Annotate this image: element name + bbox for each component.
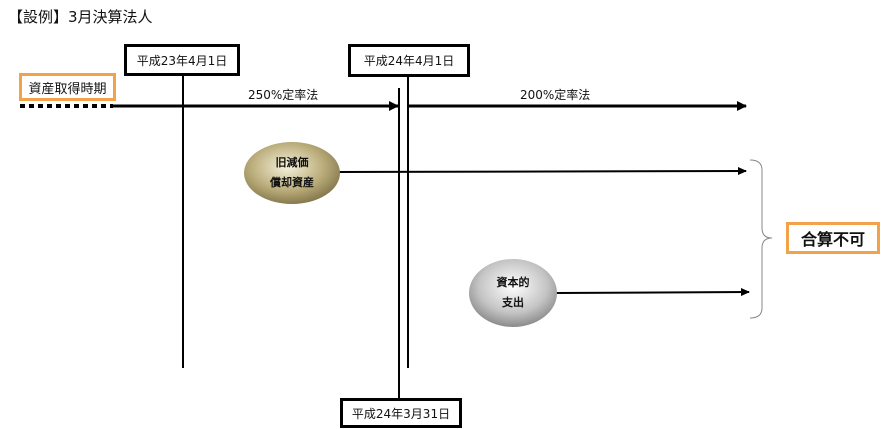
date-box-d3: 平成24年3月31日 [340, 398, 462, 428]
method-200-label: 200%定率法 [520, 88, 591, 102]
capex-oval-shape [469, 259, 557, 327]
acquisition-box: 資産取得時期 [19, 73, 116, 101]
date-box-d1: 平成23年4月1日 [124, 44, 240, 76]
acquisition-label: 資産取得時期 [28, 81, 107, 97]
old-asset-line1: 旧減価 [275, 156, 309, 169]
old-asset-oval: 旧減価償却資産 [244, 142, 340, 204]
method-250-label: 250%定率法 [248, 88, 319, 102]
old-asset-line2: 償却資産 [270, 176, 314, 189]
result-box: 合算不可 [786, 222, 880, 254]
capex-line2: 支出 [502, 296, 524, 309]
old-asset-oval-shape [244, 142, 340, 204]
arrow-old-asset [337, 167, 747, 176]
right-brace [749, 159, 773, 319]
capex-oval: 資本的支出 [469, 259, 557, 327]
date-d1: 平成23年4月1日 [136, 53, 228, 68]
page-title: 【設例】3月決算法人 [8, 8, 153, 26]
result-label: 合算不可 [800, 230, 865, 249]
arrow-capex [555, 288, 750, 297]
date-d2: 平成24年4月1日 [363, 54, 455, 68]
capex-line1: 資本的 [496, 276, 530, 289]
date-box-d2: 平成24年4月1日 [348, 44, 470, 77]
date-d3: 平成24年3月31日 [351, 406, 451, 421]
